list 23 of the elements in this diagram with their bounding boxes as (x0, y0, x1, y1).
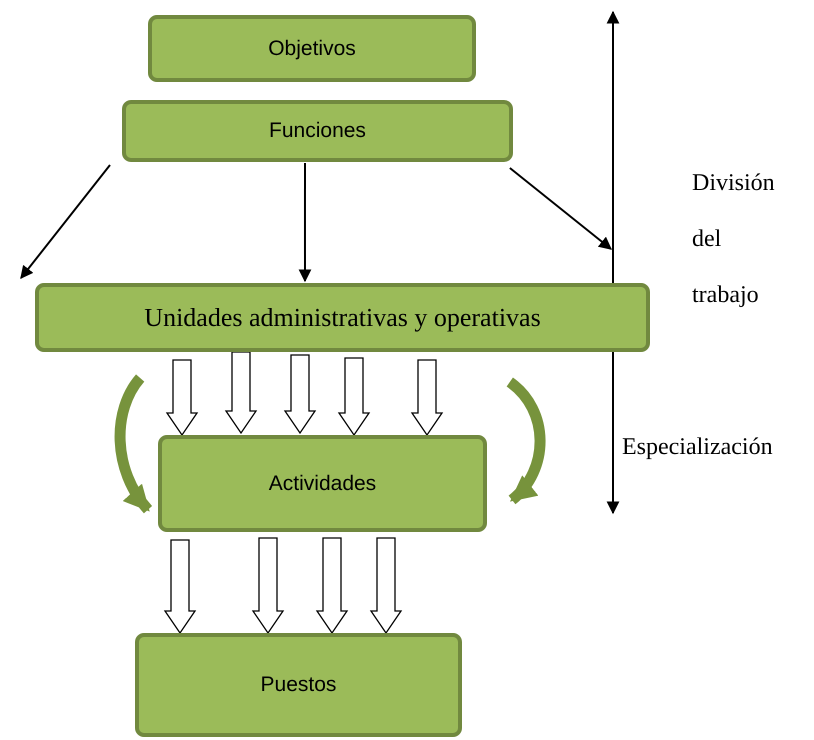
block-arrow (252, 537, 284, 634)
curved-arrow (506, 378, 546, 504)
block-arrow (166, 359, 198, 436)
box-label: Actividades (268, 472, 376, 496)
process-box (135, 633, 462, 737)
block-arrow (284, 354, 316, 434)
block-arrow (338, 357, 370, 436)
block-arrow (316, 537, 348, 634)
process-box (158, 435, 487, 532)
arrow (298, 163, 312, 282)
arrow (20, 164, 111, 280)
process-box (122, 100, 513, 162)
process-box (148, 15, 476, 82)
box-label: Funciones (269, 119, 366, 143)
box-label: Unidades administrativas y operativas (144, 302, 541, 332)
block-arrow (410, 359, 444, 436)
box-label: Puestos (260, 673, 336, 697)
box-label: Objetivos (268, 36, 356, 60)
arrow (509, 167, 612, 250)
block-arrow (370, 537, 402, 634)
process-box (35, 283, 650, 352)
block-arrow (224, 351, 258, 434)
block-arrow (164, 539, 196, 634)
